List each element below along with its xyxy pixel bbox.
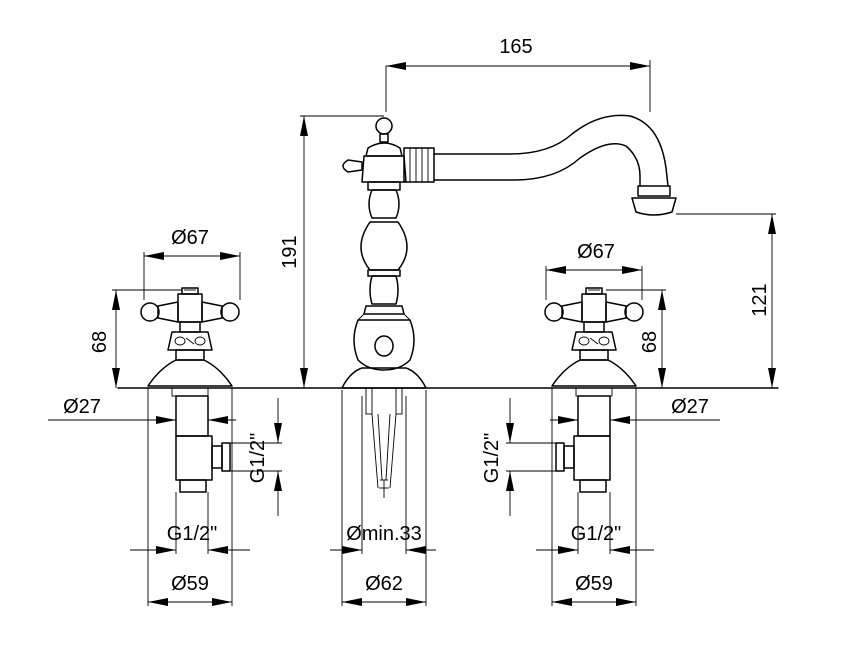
dim-right-handle-width <box>545 266 643 300</box>
dim-right-inlet-thread-label: G1/2" <box>571 523 621 545</box>
spout-body <box>341 117 427 389</box>
dim-left-handle-width <box>143 252 241 300</box>
dim-spout-height-label: 121 <box>749 283 771 316</box>
dim-left-shank <box>48 416 236 424</box>
dim-right-handle-width-label: Ø67 <box>577 241 615 263</box>
dim-overall-height-label: 191 <box>279 235 301 268</box>
dim-right-outlet-thread <box>506 398 556 516</box>
dim-left-base <box>147 388 233 606</box>
dim-right-base-label: Ø59 <box>575 573 613 595</box>
spout-neck <box>403 114 677 216</box>
dim-right-handle-height-label: 68 <box>639 331 661 353</box>
dim-overall-height <box>300 115 384 388</box>
dim-right-base <box>551 388 637 606</box>
dim-spout-height <box>676 213 776 388</box>
dim-right-shank-label: Ø27 <box>671 396 709 418</box>
dim-left-shank-label: Ø27 <box>63 396 101 418</box>
right-valve <box>544 287 644 493</box>
dim-left-outlet-thread-label: G1/2" <box>247 433 269 483</box>
dim-left-inlet-thread <box>130 492 250 554</box>
dim-hole-min-label: Ømin.33 <box>346 523 422 545</box>
dim-right-handle-height <box>606 289 666 388</box>
dim-left-handle-height-label: 68 <box>89 331 111 353</box>
left-valve <box>140 287 240 493</box>
dim-spout-reach-label: 165 <box>499 36 532 58</box>
center-tailpiece <box>365 387 403 498</box>
dim-left-handle-width-label: Ø67 <box>171 227 209 249</box>
dim-left-base-label: Ø59 <box>171 573 209 595</box>
dim-hole-min <box>330 396 436 554</box>
dim-left-inlet-thread-label: G1/2" <box>167 523 217 545</box>
dim-center-base <box>341 390 427 606</box>
dim-spout-reach <box>385 60 651 112</box>
dim-right-outlet-thread-label: G1/2" <box>481 433 503 483</box>
dim-center-base-label: Ø62 <box>365 573 403 595</box>
dim-right-inlet-thread <box>536 492 654 554</box>
dim-left-handle-height <box>112 289 182 388</box>
dim-left-outlet-thread <box>230 398 282 516</box>
dim-right-shank <box>550 416 720 424</box>
